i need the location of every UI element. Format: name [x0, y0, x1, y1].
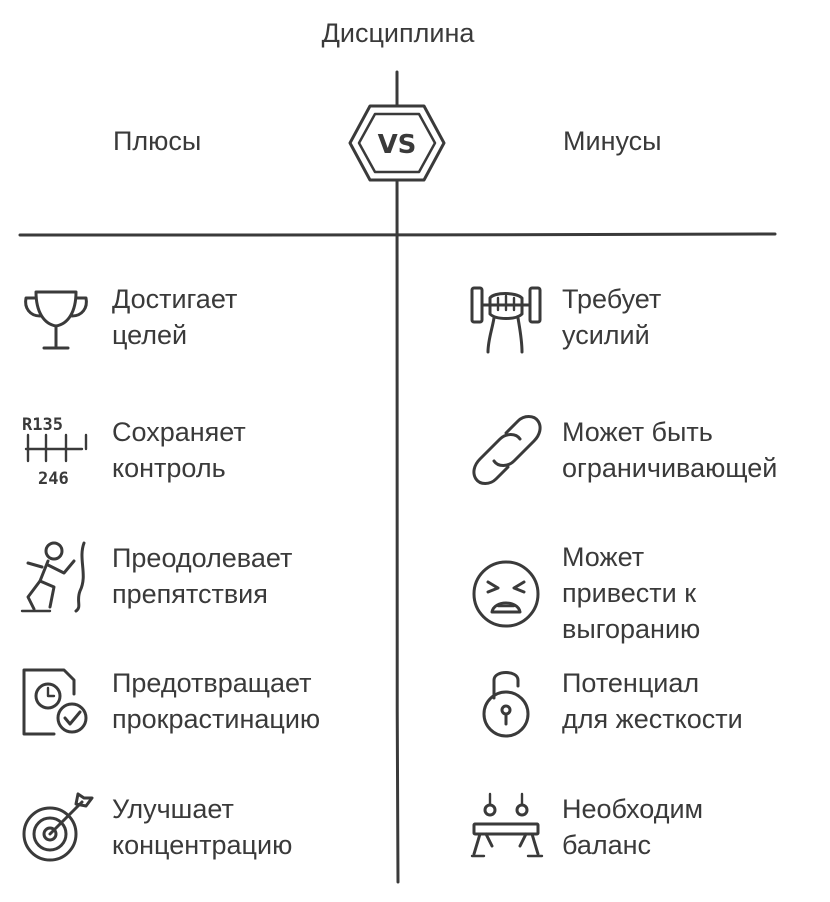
pros-item-label: Сохраняет контроль [112, 417, 246, 483]
pros-item-label: Достигает целей [112, 284, 238, 350]
pros-item: R135 246 Сохраняет контроль [20, 413, 246, 487]
page-title: Дисциплина [321, 18, 475, 48]
gear-shift-icon: R135 246 [22, 415, 88, 487]
vertical-divider [395, 70, 400, 884]
cons-item: Требует усилий [470, 280, 661, 354]
cons-item-label: Потенциал для жесткости [562, 668, 743, 734]
pros-item: Улучшает концентрацию [20, 790, 292, 864]
vs-label: VS [378, 130, 417, 160]
stressed-face-icon [472, 560, 540, 628]
cons-item-label: Может быть ограничивающей [562, 417, 778, 483]
trophy-icon [24, 290, 88, 350]
cons-item: Может привести к выгоранию [470, 539, 700, 647]
padlock-icon [482, 671, 530, 738]
dumbbell-icon [470, 286, 542, 354]
pros-item: Предотвращает прокрастинацию [20, 664, 320, 738]
pros-item-label: Улучшает концентрацию [112, 794, 293, 860]
climber-icon [20, 541, 86, 613]
chain-link-icon [472, 415, 542, 485]
balance-beam-icon [470, 792, 544, 858]
cons-item: Необходим баланс [470, 790, 703, 864]
cons-item-label: Необходим баланс [562, 794, 704, 860]
target-arrow-icon [22, 792, 94, 862]
svg-text:R135: R135 [22, 415, 63, 435]
horizontal-divider [18, 232, 777, 237]
pros-item: Достигает целей [20, 280, 237, 354]
svg-text:246: 246 [38, 469, 69, 487]
clock-check-icon [22, 668, 88, 736]
pros-heading: Плюсы [113, 126, 202, 156]
cons-heading: Минусы [563, 126, 662, 156]
vs-badge: VS [348, 104, 446, 182]
pros-item: Преодолевает препятствия [20, 539, 292, 613]
cons-item-label: Может привести к выгоранию [562, 542, 701, 644]
cons-item: Может быть ограничивающей [470, 413, 777, 487]
pros-item-label: Предотвращает прокрастинацию [112, 668, 321, 734]
cons-item-label: Требует усилий [562, 284, 662, 350]
cons-item: Потенциал для жесткости [470, 664, 743, 738]
pros-item-label: Преодолевает препятствия [112, 543, 293, 609]
